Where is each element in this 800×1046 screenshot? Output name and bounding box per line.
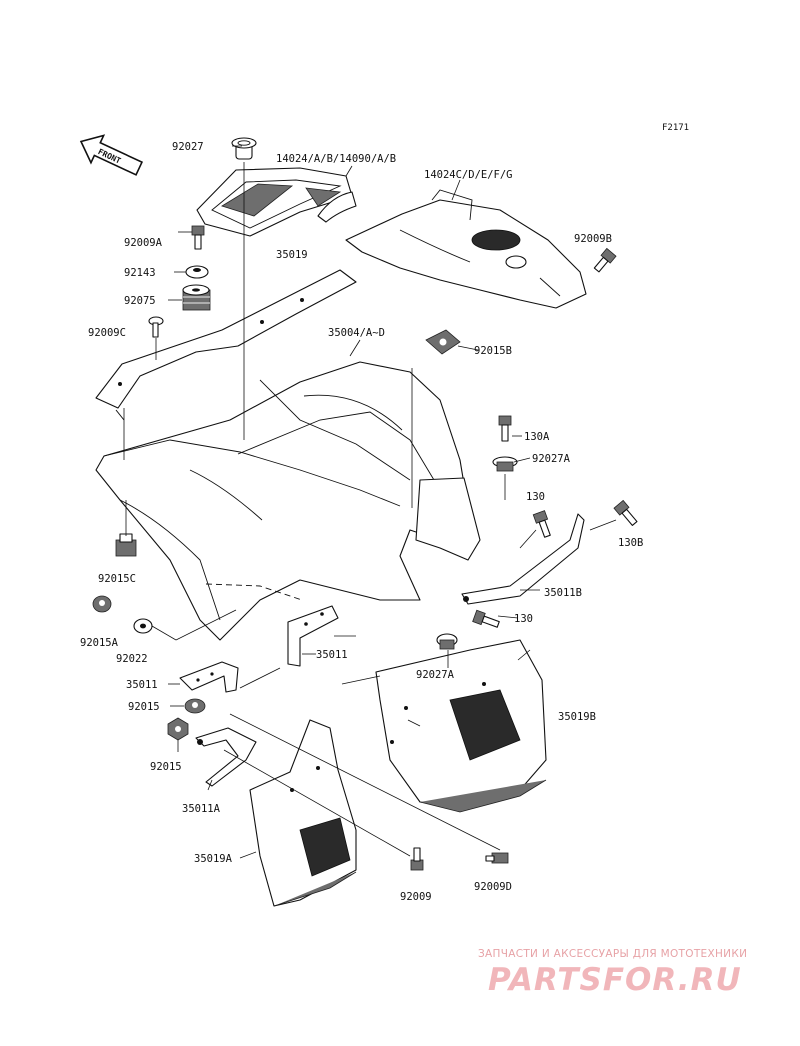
leader-lines	[123, 145, 617, 859]
label-35019a: 35019A	[194, 853, 233, 865]
label-92075: 92075	[124, 295, 156, 307]
label-130b: 130B	[618, 537, 643, 549]
bolt-130-lower	[472, 609, 500, 628]
label-92009d: 92009D	[474, 881, 512, 893]
label-92009c: 92009C	[88, 327, 126, 339]
nut-92015	[184, 698, 206, 714]
label-35019b: 35019B	[558, 711, 596, 723]
screw-92009c	[148, 316, 164, 338]
cover-14024c-g	[345, 189, 587, 309]
label-92015c: 92015C	[98, 573, 136, 585]
label-92015a: 92015A	[80, 637, 119, 649]
label-92015-lower: 92015	[150, 761, 182, 773]
washer-92022	[133, 618, 153, 634]
bolt-130	[532, 510, 551, 538]
label-14024-a-b: 14024/A/B/14090/A/B	[276, 153, 396, 165]
label-35011: 35011	[316, 649, 348, 661]
label-92143: 92143	[124, 267, 156, 279]
label-92027a-lower: 92027A	[416, 669, 455, 681]
cover-14024-a-b	[196, 167, 357, 237]
grommet-92027a-upper	[492, 456, 518, 472]
label-35019: 35019	[276, 249, 308, 261]
bolt-92009b	[593, 247, 617, 273]
bracket-35011	[287, 605, 339, 667]
nut-92015-lower	[167, 717, 189, 741]
stay-35011b	[461, 513, 585, 605]
label-92027: 92027	[172, 141, 204, 153]
bolt-92009	[410, 847, 424, 871]
label-92009b: 92009B	[574, 233, 612, 245]
label-92009a: 92009A	[124, 237, 163, 249]
nut-92015b	[425, 329, 461, 355]
front-arrow-icon: FRONT	[79, 134, 144, 176]
label-35011a: 35011A	[182, 803, 221, 815]
label-92009: 92009	[400, 891, 432, 903]
watermark-caption: ЗАПЧАСТИ И АКСЕССУАРЫ ДЛЯ МОТОТЕХНИКИ	[478, 948, 748, 960]
label-35004: 35004/A~D	[328, 327, 385, 339]
mudflap-35019b	[375, 639, 547, 813]
label-35011-left: 35011	[126, 679, 158, 691]
damper-92075	[182, 284, 211, 311]
label-14024c-g: 14024C/D/E/F/G	[424, 169, 513, 181]
nut-92015c	[115, 533, 137, 557]
figure-code: F2171	[662, 123, 689, 133]
stay-35011a	[195, 727, 257, 787]
bolt-92009a	[191, 225, 205, 250]
washer-92143	[185, 265, 209, 279]
label-92015b: 92015B	[474, 345, 512, 357]
label-130a: 130A	[524, 431, 550, 443]
watermark-logo: PARTSFOR.RU	[488, 962, 742, 998]
grommet-92027	[231, 137, 257, 160]
nut-92015a	[92, 595, 112, 613]
bracket-35011-left	[179, 661, 239, 693]
mudflap-35019a	[249, 719, 357, 907]
bolt-92009d	[485, 852, 509, 864]
rail-35019	[95, 269, 357, 421]
label-92027a-upper: 92027A	[532, 453, 571, 465]
label-130: 130	[526, 491, 545, 503]
part-labels: 92027 14024/A/B/14090/A/B 14024C/D/E/F/G…	[80, 141, 643, 903]
bolt-130b	[613, 499, 638, 526]
label-92015: 92015	[128, 701, 160, 713]
grommet-92027a-lower	[436, 633, 458, 650]
label-130-lower: 130	[514, 613, 533, 625]
label-92022: 92022	[116, 653, 148, 665]
bolt-130a	[498, 415, 512, 442]
fender-35004	[95, 361, 481, 641]
label-35011b: 35011B	[544, 587, 582, 599]
